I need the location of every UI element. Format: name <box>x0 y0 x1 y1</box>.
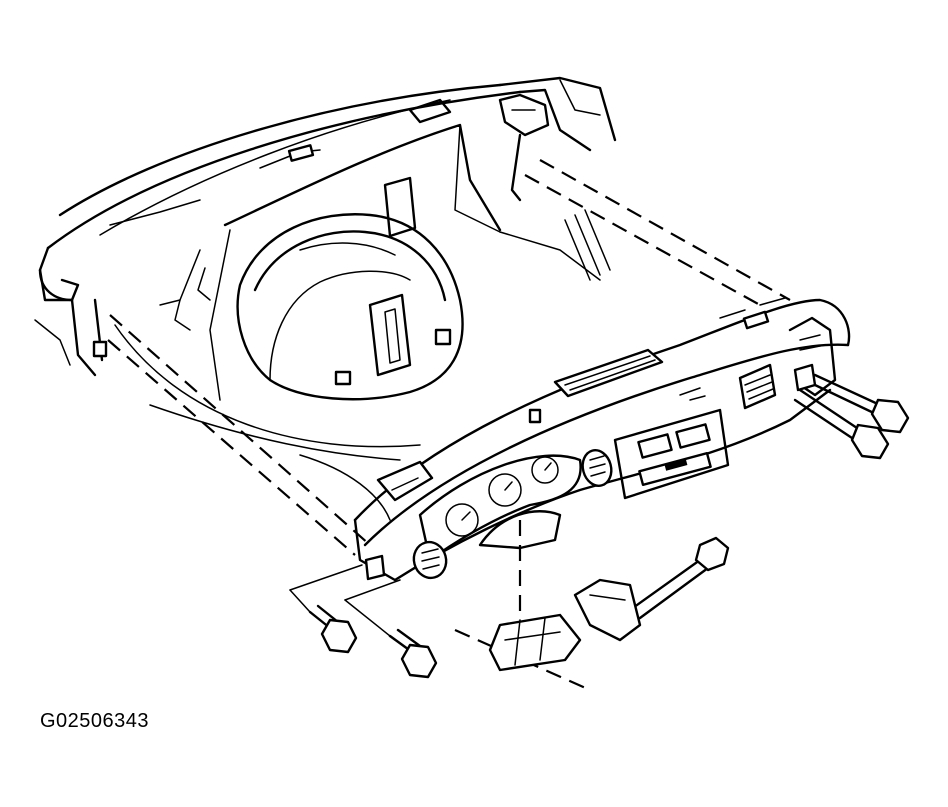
cowl-firewall <box>34 76 617 521</box>
mounting-bolt-bracket <box>628 536 730 620</box>
figure-id-label: G02506343 <box>40 710 150 732</box>
mounting-bolt-right-lower <box>793 388 890 460</box>
mounting-bolt-right-upper <box>813 373 910 434</box>
center-support-bracket <box>488 578 642 672</box>
mounting-bolt-left-lower <box>344 579 438 679</box>
mounting-bolt-left-upper <box>289 564 363 654</box>
alignment-guides <box>107 159 791 692</box>
instrument-panel <box>353 297 851 582</box>
